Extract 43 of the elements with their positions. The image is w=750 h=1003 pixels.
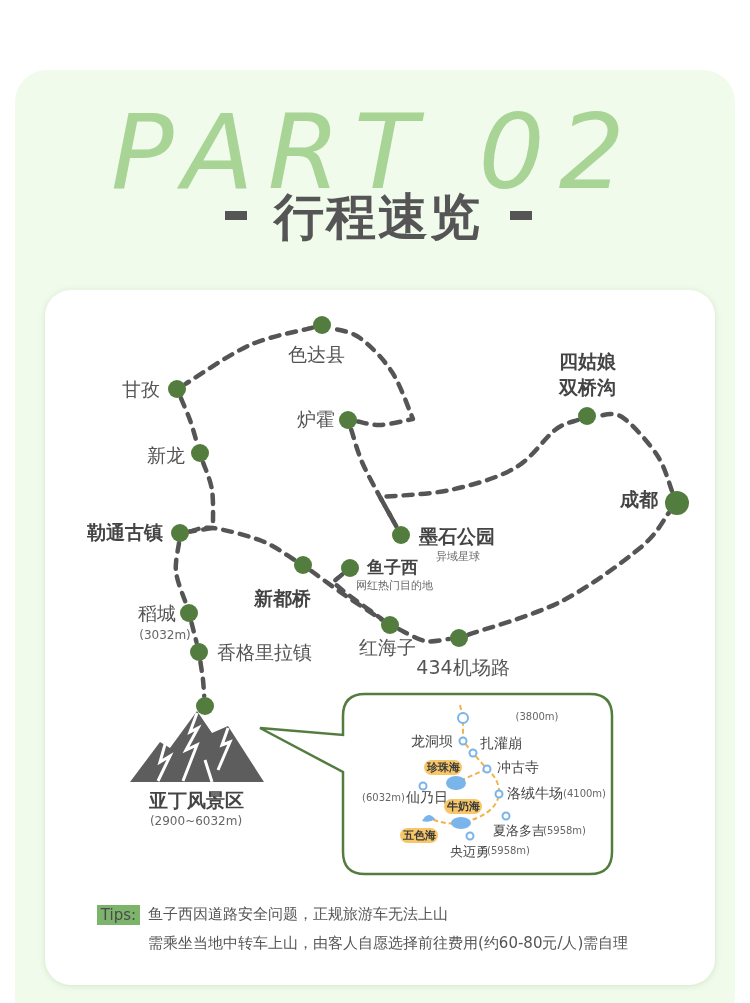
dashed-route [466,510,671,637]
place-name: 434机场路 [416,657,510,677]
altitude-note: (3800m) [515,712,559,722]
dashed-route [330,572,385,622]
place-note: (3032m) [139,629,191,641]
place-name: 四姑娘 [558,351,616,371]
altitude-note: (5958m) [487,846,530,856]
place-name: 勒通古镇 [87,522,163,542]
place-name: 扎灌崩 [480,736,522,750]
place-name: 红海子 [358,637,416,657]
tips-text: 鱼子西因道路安全问题，正规旅游车无法上山 [148,906,448,922]
place-name: 甘孜 [122,379,160,399]
dashed-route [348,427,399,529]
dashed-route [189,620,199,645]
dashed-route [187,525,297,563]
dashed-route [183,325,315,387]
place-name: 夏洛多吉 [493,823,545,837]
place-note: (2900~6032m) [149,815,243,827]
place-name: 新都桥 [253,588,311,608]
dashed-route [173,540,189,606]
place-name: 央迈勇 [450,844,489,858]
place-name: 色达县 [287,344,345,364]
altitude-note: (6032m) [362,793,405,803]
place-name: 炉霍 [297,409,335,429]
place-name: 双桥沟 [558,377,616,397]
place-name: 冲古寺 [497,760,539,774]
tips-badge: Tips: [97,905,140,925]
place-name: 鱼子西 [367,558,418,576]
place-name: 新龙 [147,445,185,465]
place-name: 墨石公园 [419,526,495,546]
tips-text: 需乘坐当地中转车上山，由客人自愿选择前往费用(约60-80元/人)需自理 [148,935,629,951]
place-note: 网红热门目的地 [355,579,433,591]
place-name: 龙洞坝 [411,734,453,748]
place-note: 异域星球 [436,550,480,562]
place-name: 香格里拉镇 [217,642,312,662]
dashed-route [396,626,452,644]
dashed-route [198,659,207,699]
place-name: 成都 [620,489,658,509]
place-name: 亚丁风景区 [148,790,244,810]
altitude-note: (5958m) [543,826,586,836]
place-name: 稻城 [138,603,176,623]
altitude-note: (4100m) [563,789,606,799]
place-name: 洛绒牛场 [507,786,563,800]
